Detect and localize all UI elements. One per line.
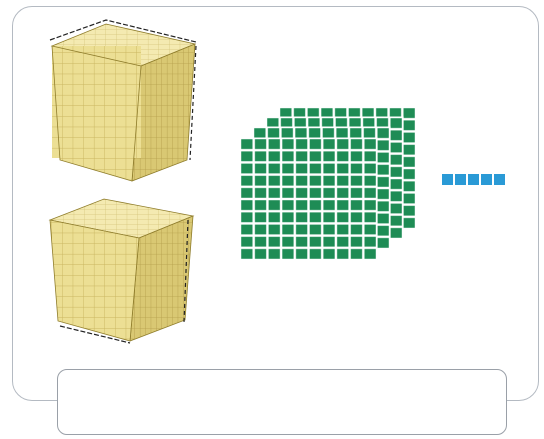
thousand-cube xyxy=(50,20,196,181)
thousand-cube xyxy=(50,199,193,343)
one-unit xyxy=(468,174,479,185)
answer-input-box[interactable] xyxy=(57,369,507,435)
hundred-flat xyxy=(240,138,377,260)
hundred-flat-stack xyxy=(240,107,416,260)
one-unit xyxy=(455,174,466,185)
one-unit xyxy=(481,174,492,185)
ones-units xyxy=(442,174,505,185)
one-unit xyxy=(442,174,453,185)
one-unit xyxy=(494,174,505,185)
